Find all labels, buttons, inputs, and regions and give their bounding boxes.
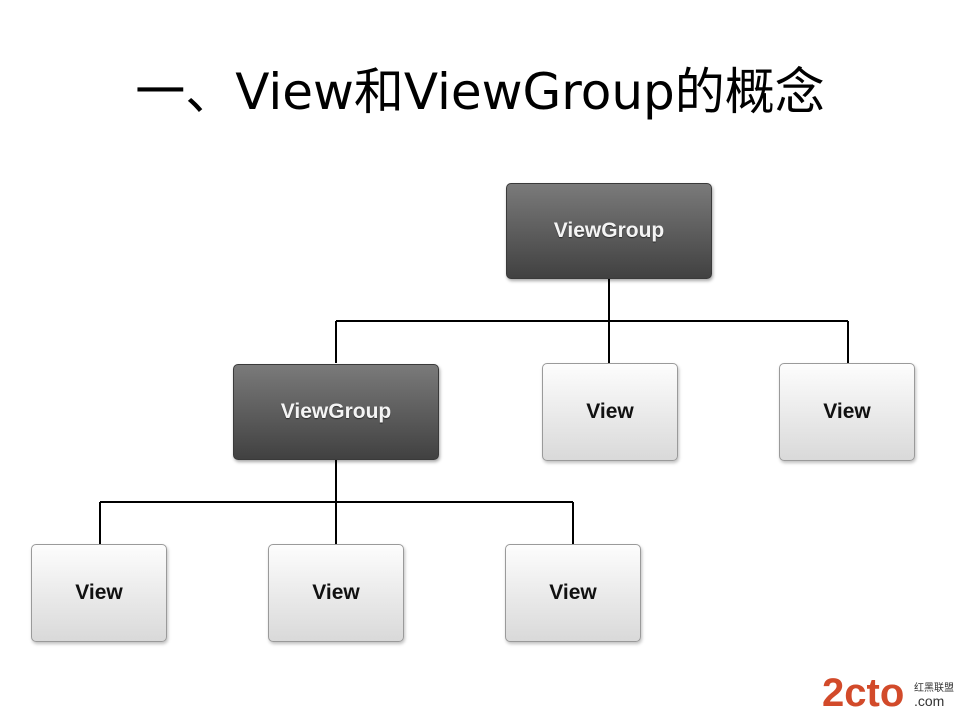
node-view-level3-1: View — [31, 544, 167, 642]
node-root-viewgroup: ViewGroup — [506, 183, 712, 279]
node-view-level3-2: View — [268, 544, 404, 642]
watermark-logo-text: 2cto — [822, 671, 905, 715]
watermark-logo: 2cto 红黑联盟 .com — [822, 673, 954, 713]
node-view-level3-3: View — [505, 544, 641, 642]
watermark-domain: .com — [914, 693, 945, 709]
slide-title: 一、View和ViewGroup的概念 — [135, 63, 825, 121]
watermark-brand: 红黑联盟 — [914, 683, 954, 694]
node-child-viewgroup: ViewGroup — [233, 364, 439, 460]
node-view-level2-1: View — [542, 363, 678, 461]
node-view-level2-2: View — [779, 363, 915, 461]
